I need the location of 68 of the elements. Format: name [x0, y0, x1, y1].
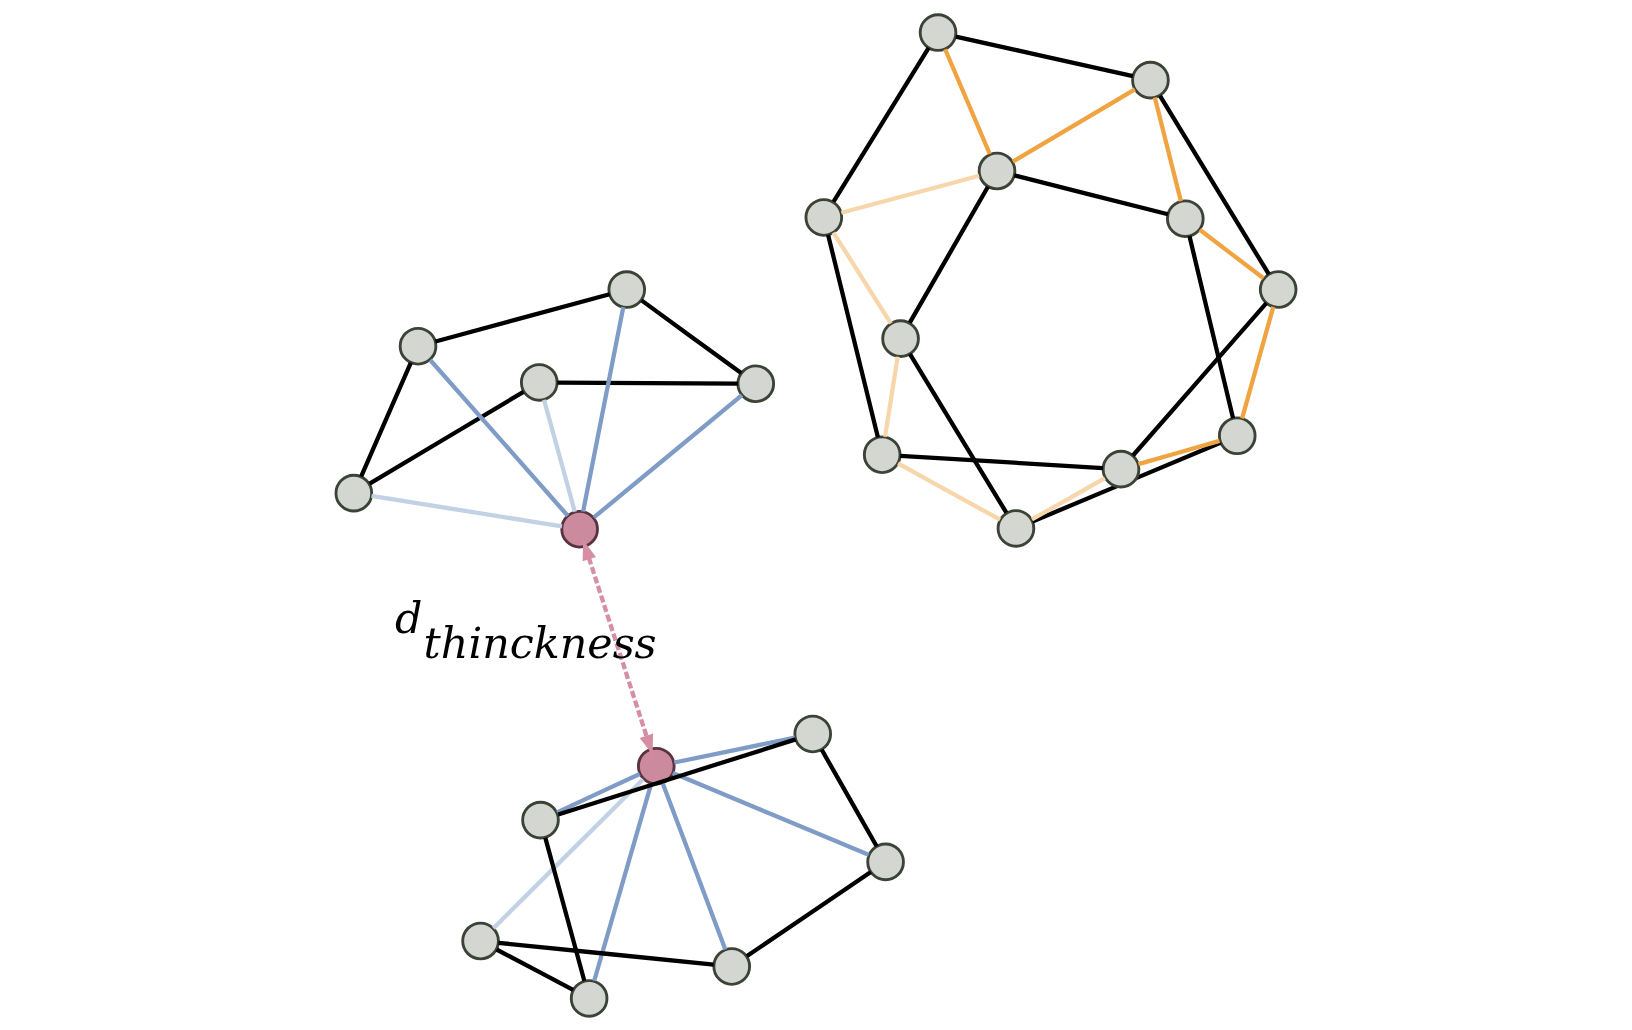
- connector: [1137, 438, 1221, 466]
- node-circle: [866, 842, 905, 881]
- node-circle: [398, 326, 438, 365]
- node-circle: [862, 434, 902, 474]
- node-circle: [918, 12, 958, 52]
- node-circle: [334, 473, 374, 512]
- connector: [1031, 440, 1222, 523]
- connector: [826, 233, 880, 438]
- node-circle: [607, 269, 647, 309]
- connector: [907, 185, 990, 324]
- connector: [671, 770, 870, 857]
- connector: [897, 461, 1002, 522]
- connector: [1187, 235, 1236, 419]
- connector: [368, 389, 525, 486]
- connector: [882, 355, 900, 437]
- connector: [943, 47, 992, 155]
- connector: [840, 173, 980, 215]
- connector: [581, 306, 626, 512]
- node-circle: [637, 746, 676, 785]
- connector: [831, 46, 931, 203]
- connector: [1011, 87, 1136, 163]
- connector: [557, 736, 797, 817]
- connector: [660, 782, 728, 950]
- node-circle: [1166, 198, 1205, 238]
- node-circle: [977, 151, 1017, 190]
- connector: [557, 379, 738, 386]
- connector: [541, 398, 577, 512]
- connector: [1013, 172, 1169, 216]
- node-circle: [461, 921, 500, 960]
- node-circle: [560, 509, 599, 548]
- connector: [955, 33, 1134, 78]
- connector: [434, 291, 611, 344]
- node-circle: [804, 197, 844, 237]
- connector: [592, 393, 744, 519]
- connector: [1158, 94, 1271, 275]
- node-circle: [519, 362, 559, 402]
- node-circle: [881, 318, 920, 358]
- connector: [745, 869, 872, 958]
- node-circle: [712, 946, 751, 986]
- connector: [1131, 301, 1268, 457]
- connector: [900, 453, 1103, 470]
- arrow: [582, 539, 654, 755]
- node-circle: [1101, 449, 1141, 488]
- connector: [371, 493, 563, 528]
- node-circle: [1131, 60, 1170, 99]
- connector: [495, 947, 575, 992]
- connector: [1030, 475, 1106, 521]
- connector: [908, 352, 1009, 514]
- node-circle: [1217, 415, 1257, 455]
- connector: [1240, 305, 1276, 419]
- node-circle: [1258, 269, 1298, 309]
- node-circle: [569, 978, 609, 1018]
- node-circle: [996, 508, 1036, 548]
- connector: [640, 298, 743, 375]
- node-circle: [793, 714, 832, 753]
- connector: [673, 735, 796, 765]
- node-circle: [736, 363, 776, 403]
- connector: [359, 361, 413, 477]
- connector: [1198, 227, 1265, 280]
- connector: [556, 771, 641, 814]
- connector: [491, 777, 645, 930]
- connector: [543, 836, 587, 981]
- node-circle: [521, 800, 560, 839]
- connector: [1152, 96, 1183, 202]
- connector: [831, 231, 893, 324]
- connector: [428, 358, 570, 517]
- connector: [498, 940, 714, 967]
- connector: [819, 748, 879, 847]
